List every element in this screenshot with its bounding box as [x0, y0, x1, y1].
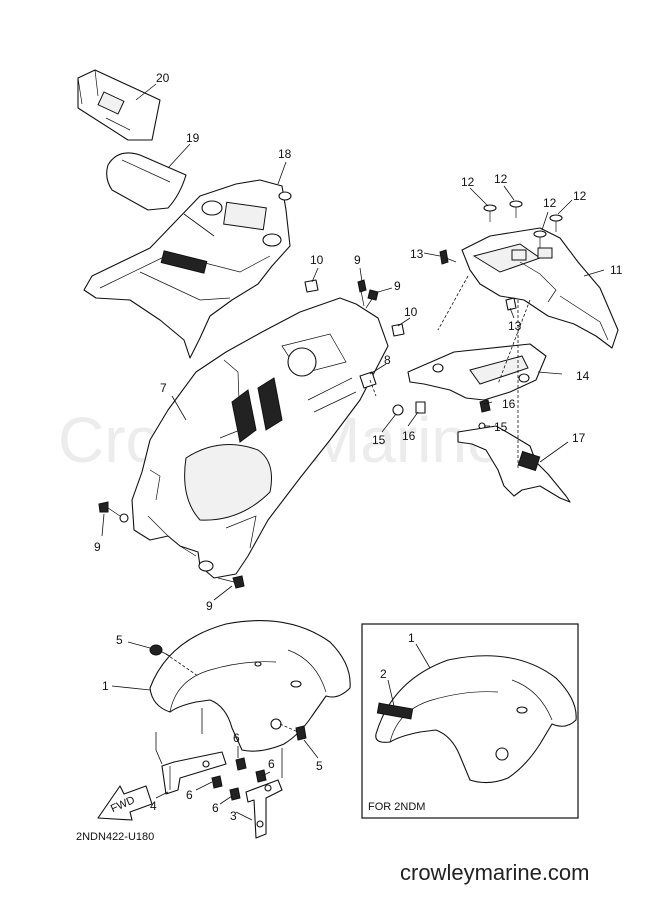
part-8-clip[interactable]	[359, 371, 377, 389]
callout-6-d: 6	[212, 801, 219, 815]
nut-10-right[interactable]	[391, 323, 405, 337]
callout-10-a: 10	[310, 253, 324, 267]
callout-11: 11	[610, 263, 623, 277]
bracket-4[interactable]	[161, 751, 227, 795]
callout-15-a: 15	[494, 420, 508, 434]
callout-12-c: 12	[543, 196, 557, 210]
callout-9-c: 9	[94, 540, 101, 554]
callout-10-b: 10	[404, 305, 418, 319]
callout-5-a: 5	[116, 633, 123, 647]
part-18-rear-cowl[interactable]	[83, 179, 292, 359]
screw-5-right[interactable]	[295, 725, 307, 741]
callout-6-b: 6	[186, 788, 193, 802]
callout-12-a: 12	[461, 175, 475, 189]
bolt-6-d[interactable]	[229, 787, 241, 801]
callout-1-a: 1	[102, 679, 109, 693]
part-17-light[interactable]	[457, 425, 571, 503]
part-1-front-fender-2ndm[interactable]	[375, 655, 577, 784]
callout-6-c: 6	[268, 757, 275, 771]
part-19-cover[interactable]	[106, 152, 187, 211]
inset-box-2ndm	[361, 623, 579, 819]
part-1-front-fender[interactable]	[149, 620, 351, 752]
callout-12-b: 12	[494, 172, 508, 186]
part-16-collar-left[interactable]	[415, 401, 426, 414]
bolt-9-left[interactable]	[98, 501, 129, 523]
diagram-code: 2NDN422-U180	[76, 831, 154, 843]
part-16-bolt-right[interactable]	[479, 399, 491, 413]
bolt-9-mid[interactable]	[365, 289, 379, 309]
bolt-9-upper[interactable]	[357, 279, 367, 307]
callout-2: 2	[380, 667, 387, 681]
callout-16-a: 16	[502, 397, 516, 411]
callout-15-b: 15	[372, 433, 386, 447]
part-20-tool-bag[interactable]	[77, 69, 161, 141]
part-15-grommet-left[interactable]	[392, 404, 404, 416]
callout-9-d: 9	[206, 599, 213, 613]
callout-18: 18	[278, 147, 292, 161]
callout-19: 19	[186, 131, 200, 145]
callout-13-b: 13	[508, 319, 522, 333]
bracket-3[interactable]	[245, 779, 283, 839]
callout-1-b: 1	[408, 631, 415, 645]
screw-12-d[interactable]	[549, 214, 563, 232]
bolt-6-b[interactable]	[211, 775, 223, 789]
callout-12-d: 12	[573, 189, 587, 203]
callout-4: 4	[150, 799, 157, 813]
callout-13-a: 13	[410, 247, 424, 261]
part-11-tail-bracket[interactable]	[461, 227, 619, 349]
callout-9-a: 9	[354, 253, 361, 267]
screw-12-b[interactable]	[509, 200, 523, 218]
bolt-9-bottom[interactable]	[217, 575, 245, 589]
part-14-bracket[interactable]	[407, 343, 547, 401]
nut-10-left[interactable]	[304, 279, 319, 293]
part-2-emblem[interactable]	[376, 702, 414, 720]
callout-6-a: 6	[233, 731, 240, 745]
screw-13-b[interactable]	[505, 297, 517, 311]
fwd-arrow-icon: FWD	[97, 785, 153, 821]
screw-5-top[interactable]	[149, 644, 171, 657]
screw-12-a[interactable]	[483, 204, 497, 222]
callout-9-b: 9	[394, 279, 401, 293]
callout-8: 8	[384, 353, 391, 367]
callout-7: 7	[160, 381, 167, 395]
bolt-6-a[interactable]	[235, 757, 247, 771]
callout-3: 3	[230, 809, 237, 823]
bolt-6-c[interactable]	[255, 769, 267, 783]
callout-5-b: 5	[316, 759, 323, 773]
callout-16-b: 16	[402, 429, 416, 443]
part-7-rear-fender[interactable]	[131, 297, 389, 579]
callout-14: 14	[576, 369, 590, 383]
screw-12-c[interactable]	[533, 230, 547, 248]
callout-20: 20	[156, 71, 170, 85]
callout-17: 17	[572, 431, 586, 445]
screw-13-a[interactable]	[439, 249, 457, 265]
website-url[interactable]: crowleymarine.com	[400, 860, 590, 885]
inset-caption: FOR 2NDM	[368, 801, 425, 813]
